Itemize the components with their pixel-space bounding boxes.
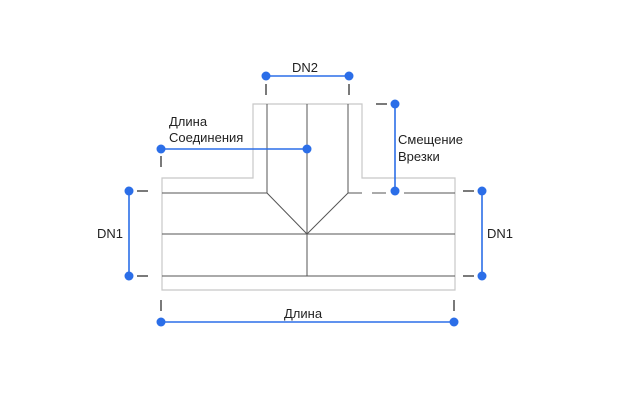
dn2-right-handle[interactable] [344, 71, 354, 81]
branch-diagonal-right [306, 192, 349, 235]
connection-length-right-handle[interactable] [302, 144, 312, 154]
dn2-label: DN2 [292, 60, 319, 75]
dn1-right-label: DN1 [487, 226, 514, 241]
length-right-handle[interactable] [449, 317, 459, 327]
connection-length-left-handle[interactable] [156, 144, 166, 154]
connection-length-label-line2: Соединения [169, 130, 244, 145]
branch-offset-label-line1: Смещение [398, 132, 464, 147]
branch-offset-label-line2: Врезки [398, 149, 440, 164]
tee-outer-outline [161, 103, 456, 291]
branch-offset-top-handle[interactable] [390, 99, 400, 109]
dn1-left-bottom-handle[interactable] [124, 271, 134, 281]
connection-length-label-line1: Длина [169, 114, 208, 129]
length-label: Длина [284, 306, 323, 321]
branch-offset-bottom-handle[interactable] [390, 186, 400, 196]
dn2-left-handle[interactable] [261, 71, 271, 81]
length-left-handle[interactable] [156, 317, 166, 327]
branch-diagonal-left [266, 192, 308, 235]
dn1-right-top-handle[interactable] [477, 186, 487, 196]
dn1-left-label: DN1 [97, 226, 124, 241]
dn1-left-top-handle[interactable] [124, 186, 134, 196]
dn1-right-bottom-handle[interactable] [477, 271, 487, 281]
